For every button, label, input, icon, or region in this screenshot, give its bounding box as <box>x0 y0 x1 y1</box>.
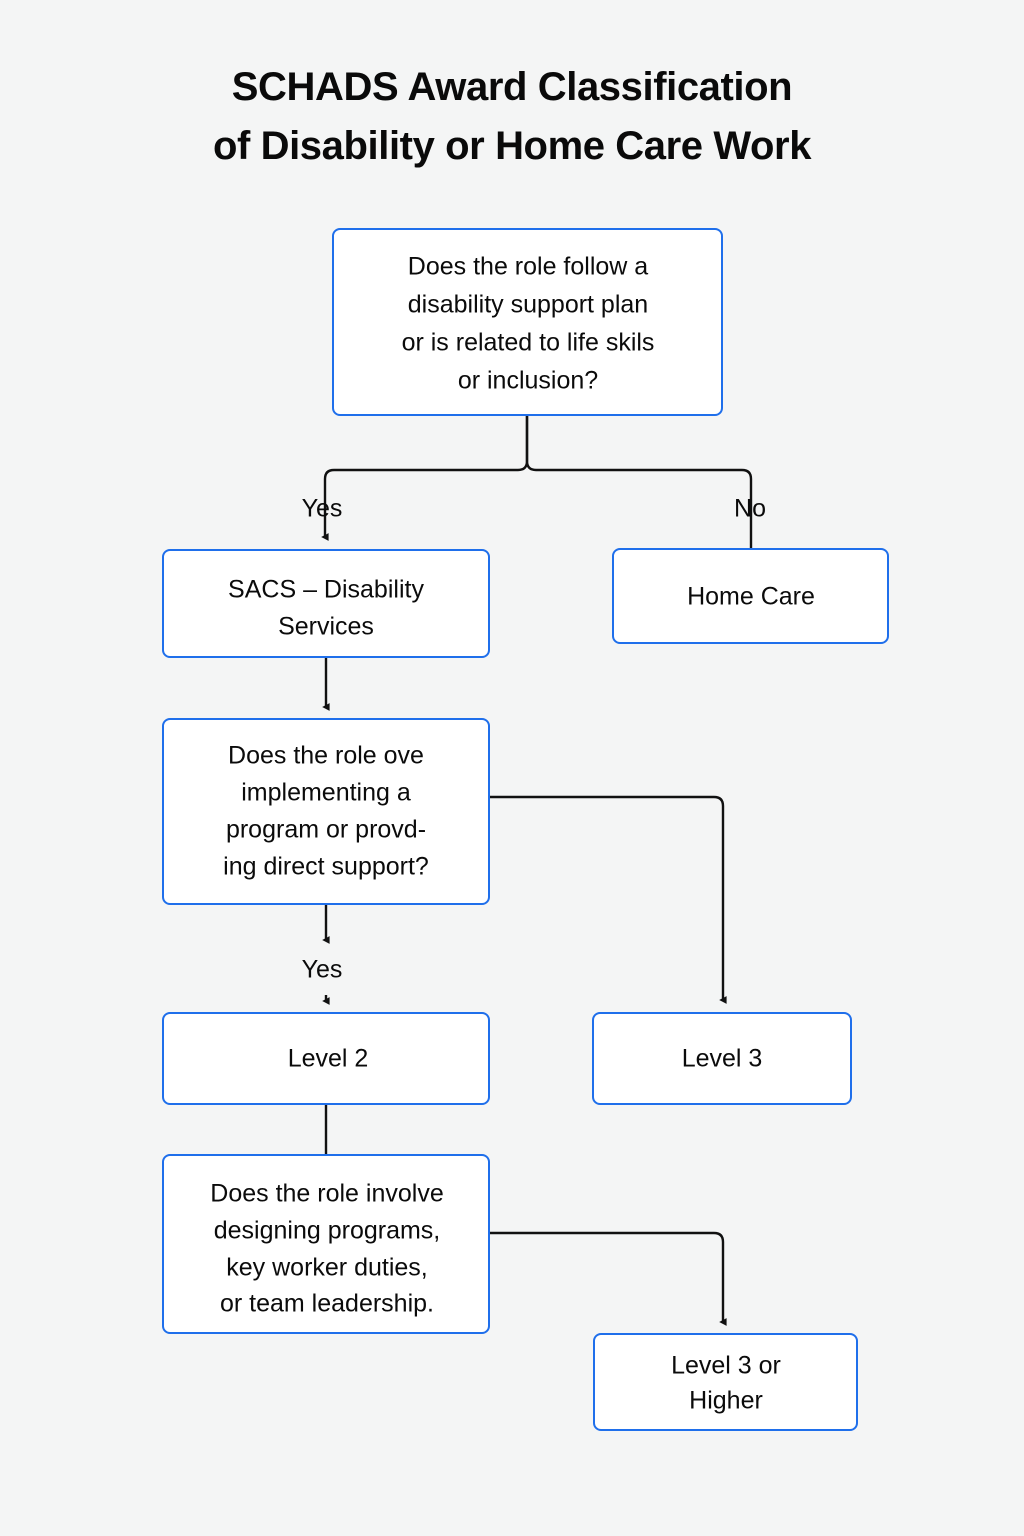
node-box[interactable] <box>593 1333 858 1431</box>
node-line: Services <box>278 613 374 641</box>
node-line: Level 2 <box>288 1045 369 1073</box>
node-line: or team leadership. <box>220 1290 434 1318</box>
page-title: SCHADS Award Classification of Disability… <box>0 58 1024 176</box>
node-box[interactable] <box>162 718 490 905</box>
node-line: Level 3 <box>682 1045 763 1073</box>
edge-label-yes-middle: Yes <box>302 956 343 984</box>
node-question-implementing-program[interactable]: Does the role ove implementing a program… <box>162 718 490 905</box>
edge-label-layer: Yes No Yes <box>302 495 766 984</box>
node-line: program or provd- <box>226 816 426 844</box>
node-line: Home Care <box>687 583 815 611</box>
node-line: disability support plan <box>408 291 648 319</box>
edge-q1-to-home-care <box>525 415 753 549</box>
node-box[interactable] <box>612 548 889 644</box>
node-line: Does the role involve <box>210 1180 443 1208</box>
node-question-disability-support-plan[interactable]: Does the role follow a disability suppor… <box>332 228 723 416</box>
node-box[interactable] <box>162 1012 490 1105</box>
node-line: designing programs, <box>214 1217 441 1245</box>
node-line: ing direct support? <box>223 853 429 881</box>
node-box[interactable] <box>162 549 490 658</box>
edge-label-no-top: No <box>734 495 766 523</box>
node-line: or inclusion? <box>458 367 598 395</box>
node-line: Level 3 or <box>671 1352 781 1380</box>
node-line: Does the role ove <box>228 742 424 770</box>
connector-layer <box>321 415 753 1326</box>
node-line: key worker duties, <box>226 1254 427 1282</box>
edge-q1-to-sacs <box>321 415 529 541</box>
node-line: implementing a <box>241 779 411 807</box>
node-sacs-disability-services[interactable]: SACS – Disability Services <box>162 549 490 658</box>
node-box[interactable] <box>332 228 723 416</box>
node-box[interactable] <box>162 1154 490 1334</box>
edge-q2-to-level3 <box>489 795 727 1004</box>
node-box[interactable] <box>592 1012 852 1105</box>
node-line: or is related to life skils <box>402 329 655 357</box>
node-level-3-or-higher[interactable]: Level 3 or Higher <box>593 1333 858 1431</box>
node-question-designing-programs[interactable]: Does the role involve designing programs… <box>162 1154 490 1334</box>
node-home-care[interactable]: Home Care <box>612 548 889 644</box>
page-title-line: of Disability or Home Care Work <box>212 124 812 169</box>
edge-label-yes-top: Yes <box>302 495 343 523</box>
page-title-line: SCHADS Award Classification <box>231 65 793 109</box>
node-level-2[interactable]: Level 2 <box>162 1012 490 1105</box>
edge-q3-to-level3-or-higher <box>489 1231 727 1326</box>
node-line: Higher <box>689 1387 763 1415</box>
node-line: SACS – Disability <box>228 576 424 604</box>
node-level-3[interactable]: Level 3 <box>592 1012 852 1105</box>
node-line: Does the role follow a <box>408 253 649 281</box>
